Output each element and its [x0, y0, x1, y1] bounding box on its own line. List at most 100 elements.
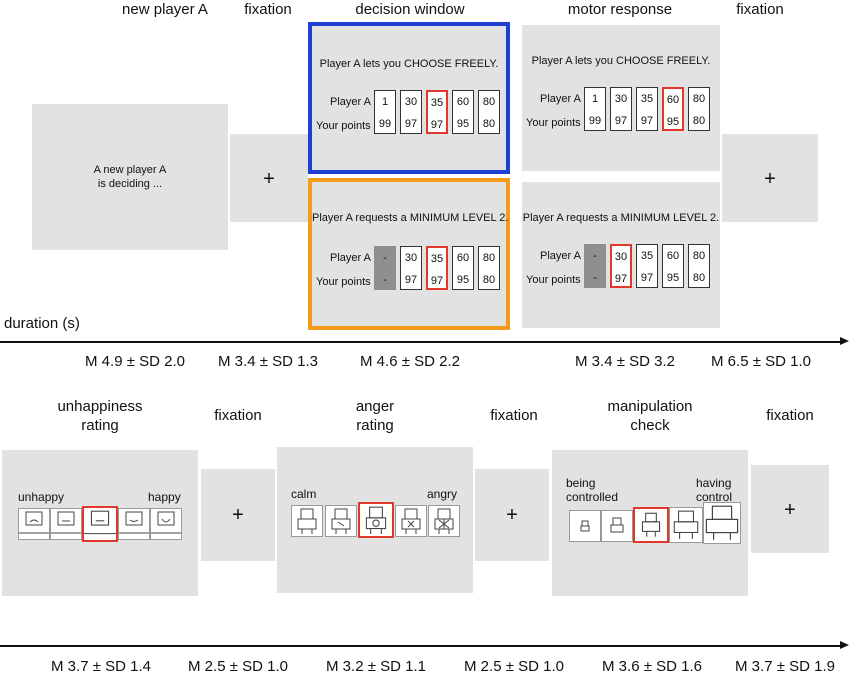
fixation-cross: +: [263, 168, 275, 190]
row-label-your-points: Your points: [316, 276, 371, 288]
decision-free-choice-screen: Player A lets you CHOOSE FREELY. Player …: [308, 22, 510, 174]
sam-dominance-icon[interactable]: [669, 507, 703, 543]
duration-fixation-1: M 3.4 ± SD 1.3: [218, 353, 318, 370]
sam-dominance-icon[interactable]: [569, 510, 601, 542]
motor-min-level-screen: Player A requests a MINIMUM LEVEL 2. Pla…: [522, 182, 720, 328]
timeline-axis-top: [0, 341, 840, 343]
sam-figure-icon[interactable]: [428, 505, 460, 537]
manipulation-check-screen: being controlled having control: [552, 450, 748, 596]
label-fixation-1: fixation: [244, 1, 292, 18]
fixation-screen-a: +: [201, 469, 275, 561]
sam-face-icon[interactable]: [18, 508, 50, 540]
label-fixation-c: fixation: [766, 407, 814, 424]
option-cell-unavailable: --: [374, 246, 396, 290]
label-fixation-2: fixation: [736, 1, 784, 18]
sam-figure-icon-selected[interactable]: [358, 502, 394, 538]
sam-dominance-icon-selected[interactable]: [633, 507, 669, 543]
sam-face-icon[interactable]: [50, 508, 82, 540]
sam-figure-icon[interactable]: [291, 505, 323, 537]
min-level-title: Player A requests a MINIMUM LEVEL 2.: [522, 212, 720, 224]
option-cell-unavailable: --: [584, 244, 606, 288]
label-new-player: new player A: [122, 1, 208, 18]
row-label-player-a: Player A: [330, 252, 371, 264]
scale-left-label: unhappy: [18, 490, 65, 504]
min-level-title: Player A requests a MINIMUM LEVEL 2.: [312, 212, 509, 224]
sam-dominance-icon[interactable]: [703, 502, 741, 544]
new-player-screen: A new player A is deciding ...: [32, 104, 228, 250]
free-choice-title: Player A lets you CHOOSE FREELY.: [531, 55, 711, 67]
duration-anger: M 3.2 ± SD 1.1: [326, 658, 426, 675]
row-label-player-a: Player A: [540, 93, 581, 105]
duration-fixation-b: M 2.5 ± SD 1.0: [464, 658, 564, 675]
scale-right-label-1: having: [696, 476, 732, 490]
duration-fixation-c: M 3.7 ± SD 1.9: [735, 658, 835, 675]
label-decision-window: decision window: [355, 1, 465, 18]
new-player-line2: is deciding ...: [97, 178, 163, 190]
label-fixation-a: fixation: [214, 407, 262, 424]
scale-right-label: happy: [148, 490, 181, 504]
scale-left-label: calm: [291, 487, 317, 501]
duration-fixation-2: M 6.5 ± SD 1.0: [711, 353, 811, 370]
fixation-cross: +: [764, 168, 776, 190]
sam-figure-icon[interactable]: [395, 505, 427, 537]
duration-manipulation: M 3.6 ± SD 1.6: [602, 658, 702, 675]
sam-dominance-icon[interactable]: [601, 510, 633, 542]
sam-face-icon[interactable]: [150, 508, 182, 540]
timeline-axis-bottom: [0, 645, 840, 647]
fixation-cross: +: [232, 504, 244, 526]
row-label-your-points: Your points: [526, 274, 581, 286]
scale-left-label-1: being: [566, 476, 596, 490]
duration-new-player: M 4.9 ± SD 2.0: [85, 353, 185, 370]
timeline-arrow-icon: [840, 337, 849, 345]
motor-free-choice-screen: Player A lets you CHOOSE FREELY. Player …: [522, 25, 720, 171]
duration-unhappiness: M 3.7 ± SD 1.4: [51, 658, 151, 675]
scale-right-label-2: control: [696, 490, 733, 504]
fixation-screen-1: +: [230, 134, 308, 222]
fixation-screen-c: +: [751, 465, 829, 553]
duration-motor: M 3.4 ± SD 3.2: [575, 353, 675, 370]
fixation-cross: +: [506, 504, 518, 526]
row-label-your-points: Your points: [316, 120, 371, 132]
timeline-arrow-icon: [840, 641, 849, 649]
row-label-player-a: Player A: [330, 96, 371, 108]
label-fixation-b: fixation: [490, 407, 538, 424]
fixation-cross: +: [784, 499, 796, 521]
sam-face-icon[interactable]: [118, 508, 150, 540]
decision-min-level-screen: Player A requests a MINIMUM LEVEL 2. Pla…: [308, 178, 510, 330]
row-label-player-a: Player A: [540, 250, 581, 262]
new-player-line1: A new player A: [93, 164, 167, 176]
duration-decision: M 4.6 ± SD 2.2: [360, 353, 460, 370]
label-motor-response: motor response: [567, 1, 673, 18]
scale-right-label: angry: [427, 487, 458, 501]
row-label-your-points: Your points: [526, 117, 581, 129]
sam-figure-icon[interactable]: [325, 505, 357, 537]
scale-left-label-2: controlled: [566, 490, 619, 504]
fixation-screen-b: +: [475, 469, 549, 561]
sam-face-icon-selected[interactable]: [82, 506, 118, 542]
free-choice-title: Player A lets you CHOOSE FREELY.: [319, 58, 499, 70]
unhappiness-rating-screen: unhappy happy: [2, 450, 198, 596]
duration-label: duration (s): [4, 315, 80, 332]
duration-fixation-a: M 2.5 ± SD 1.0: [188, 658, 288, 675]
